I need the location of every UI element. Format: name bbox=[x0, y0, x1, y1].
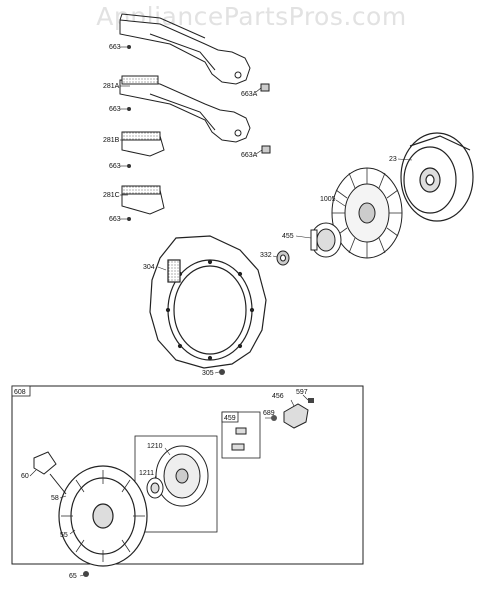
baffle-281C bbox=[121, 185, 165, 215]
assembly-box-label: 608 bbox=[14, 389, 26, 396]
callout-23: 23 bbox=[389, 156, 397, 163]
callout-1005: 1005 bbox=[320, 196, 336, 203]
nut-332 bbox=[276, 250, 290, 266]
starter-cup-455 bbox=[310, 222, 342, 258]
callout-1211: 1211 bbox=[139, 470, 154, 477]
callout-663: 663 bbox=[109, 163, 121, 170]
flywheel-cover-23 bbox=[400, 132, 474, 222]
sub-box-label: 459 bbox=[224, 415, 236, 422]
leader-lines bbox=[29, 46, 413, 577]
callout-332: 332 bbox=[260, 252, 272, 259]
pulley-1210 bbox=[155, 445, 209, 507]
callout-689: 689 bbox=[263, 410, 275, 417]
pawl-456 bbox=[283, 403, 309, 429]
baffle-281A bbox=[119, 75, 251, 143]
screw-65 bbox=[83, 571, 89, 577]
callout-281B: 281B bbox=[103, 137, 120, 144]
callout-455: 455 bbox=[282, 233, 294, 240]
callout-281C: 281C bbox=[103, 192, 120, 199]
sub-box-459: 459 bbox=[221, 411, 261, 459]
callout-663: 663 bbox=[109, 106, 121, 113]
blower-housing-304 bbox=[149, 235, 267, 369]
assembly-box-608: 608 bbox=[11, 385, 364, 565]
starter-handle-60 bbox=[33, 451, 57, 475]
nut-663A-icons bbox=[260, 83, 271, 154]
callout-281A: 281A bbox=[103, 83, 120, 90]
starter-housing-55 bbox=[58, 465, 148, 567]
callout-663: 663 bbox=[109, 216, 121, 223]
callout-58: 58 bbox=[51, 495, 59, 502]
starter-rope-58 bbox=[49, 473, 67, 495]
baffle-281B bbox=[121, 131, 165, 157]
callout-65: 65 bbox=[69, 573, 77, 580]
screw-305 bbox=[219, 369, 225, 375]
callout-304: 304 bbox=[143, 264, 155, 271]
callout-60: 60 bbox=[21, 473, 29, 480]
callout-1210: 1210 bbox=[147, 443, 163, 450]
callout-597: 597 bbox=[296, 389, 308, 396]
baffle-281-top bbox=[119, 13, 251, 85]
callout-labels: 663 281A 663 663A 281B 663 663A 281C 663… bbox=[21, 44, 397, 580]
screw-663-icons bbox=[127, 45, 131, 221]
spring-689 bbox=[271, 415, 277, 421]
callout-456: 456 bbox=[272, 393, 284, 400]
screw-597 bbox=[308, 398, 314, 403]
spring-1211 bbox=[146, 477, 164, 499]
callout-663A: 663A bbox=[241, 152, 258, 159]
callout-663A: 663A bbox=[241, 91, 258, 98]
callout-663: 663 bbox=[109, 44, 121, 51]
flywheel-fan-1005 bbox=[331, 167, 403, 259]
callout-305: 305 bbox=[202, 370, 214, 377]
callout-55: 55 bbox=[60, 532, 68, 539]
